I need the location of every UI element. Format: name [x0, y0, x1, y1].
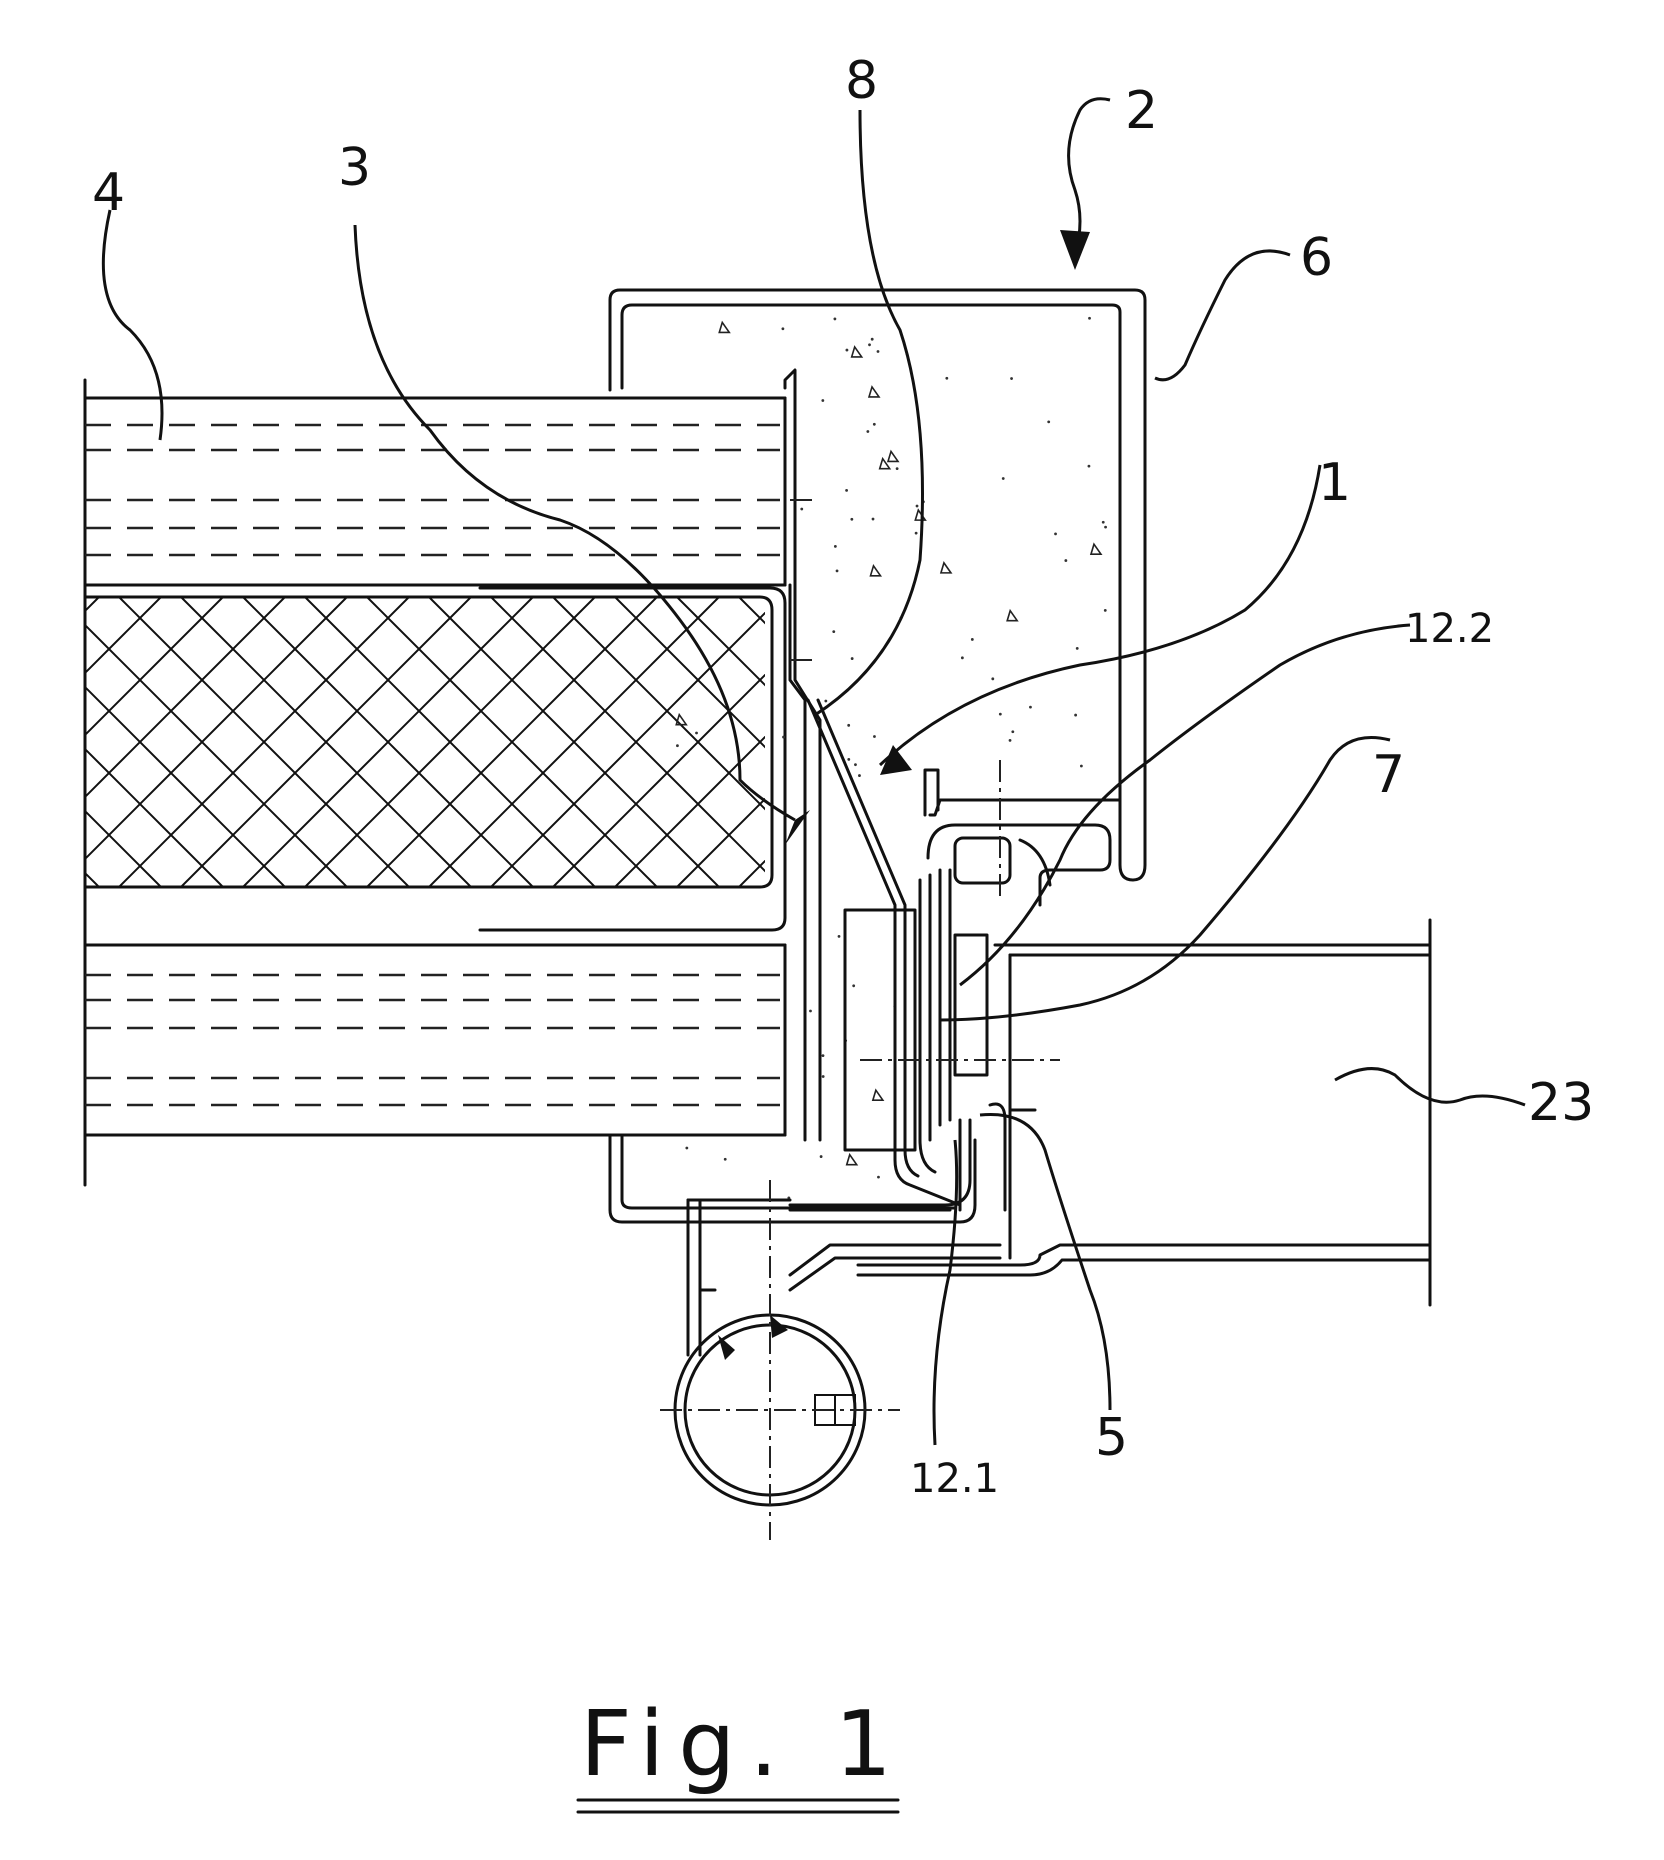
label-12-2: 12.2 [1405, 606, 1494, 652]
label-4: 4 [92, 163, 125, 223]
label-5: 5 [1095, 1408, 1128, 1468]
arrow-2 [1060, 230, 1090, 270]
label-12-1: 12.1 [910, 1456, 999, 1502]
reference-labels: 4 3 8 2 6 1 12.2 7 23 5 12.1 [92, 51, 1594, 1502]
leader-lines [103, 99, 1525, 1445]
door-leaf [995, 920, 1430, 1305]
caption-text: Fig. 1 [580, 1692, 906, 1797]
label-1: 1 [1318, 453, 1351, 513]
label-6: 6 [1300, 228, 1333, 288]
label-8: 8 [845, 51, 878, 111]
label-2: 2 [1125, 81, 1158, 141]
label-3: 3 [338, 138, 371, 198]
label-23: 23 [1528, 1073, 1594, 1133]
label-7: 7 [1372, 745, 1405, 805]
insulation-hatching [0, 597, 1153, 887]
frame-profile [610, 290, 1145, 1222]
wall-panel [85, 380, 785, 1185]
inner-fitting [688, 700, 1430, 1355]
figure-caption: Fig. 1 [578, 1692, 906, 1812]
